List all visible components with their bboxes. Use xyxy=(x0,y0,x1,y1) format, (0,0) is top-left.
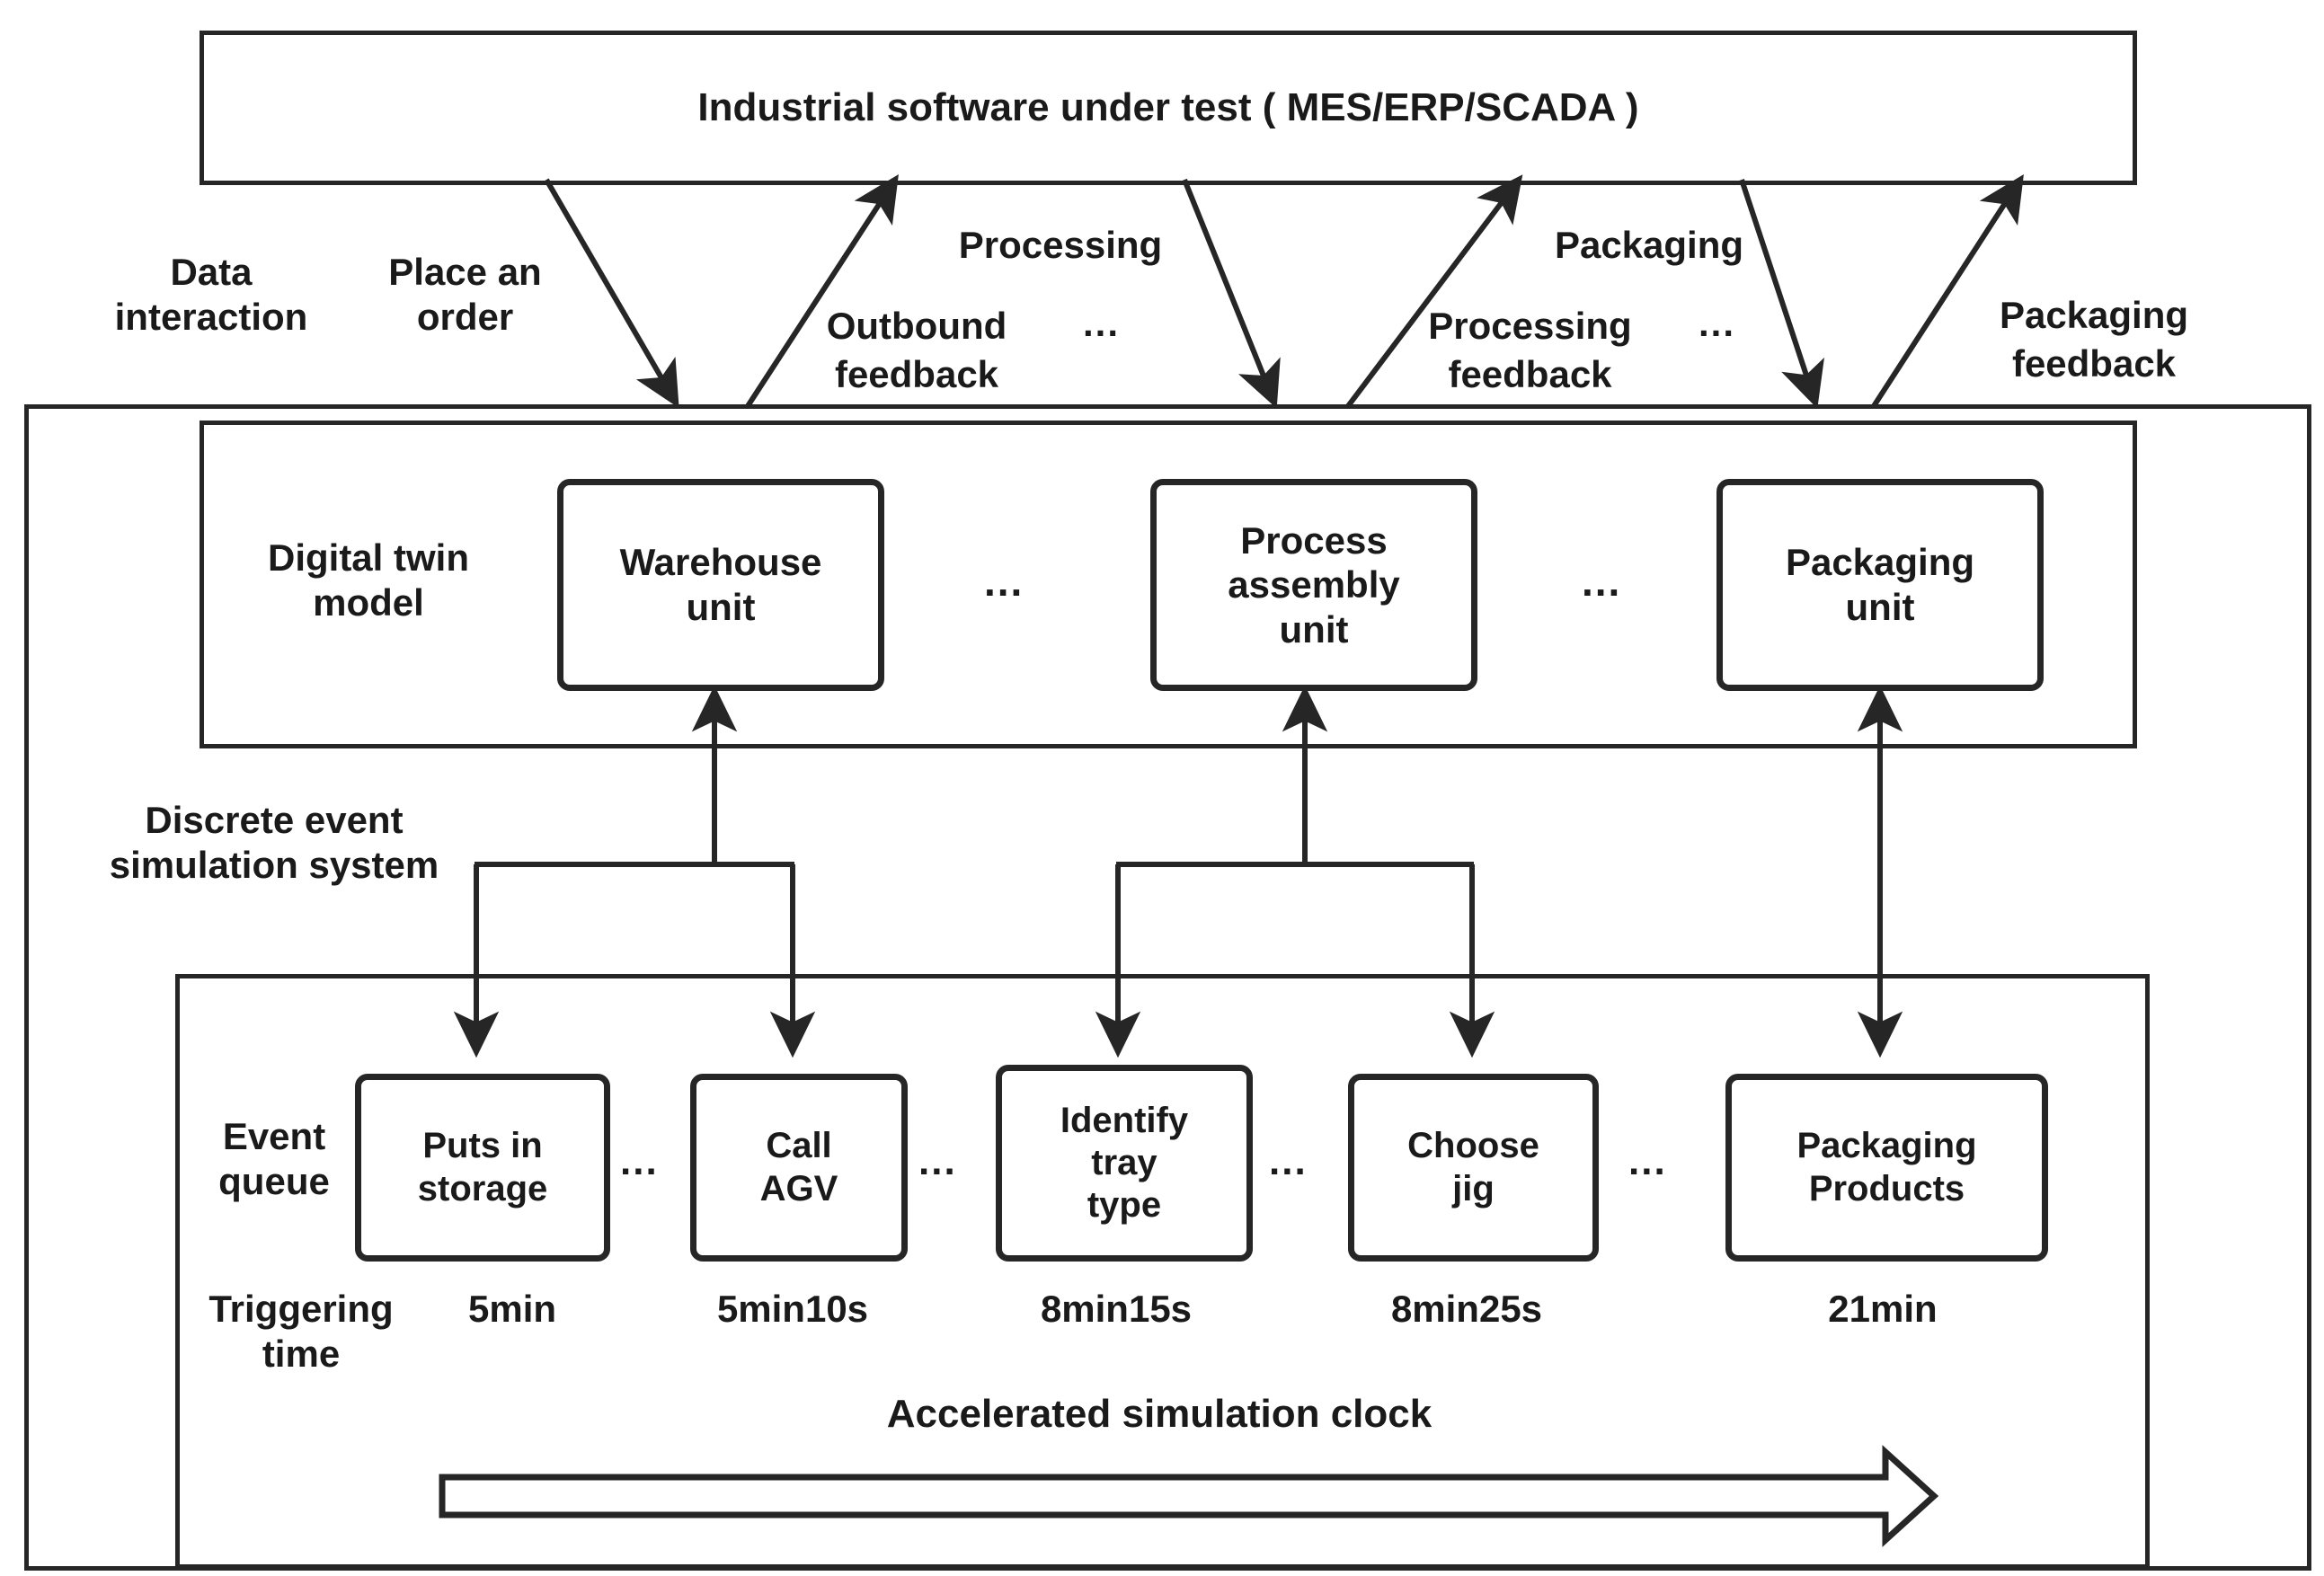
event-queue-ellipsis-1: ... xyxy=(620,1139,659,1183)
event-packaging-products[interactable]: Packaging Products xyxy=(1725,1074,2048,1262)
warehouse-unit-label: Warehouse unit xyxy=(619,541,822,628)
digital-twin-ellipsis-1: ... xyxy=(984,558,1025,605)
label-data-interaction: Data interaction xyxy=(114,251,308,338)
event-call-agv-label: Call AGV xyxy=(759,1126,838,1209)
time-identify-tray-type: 8min15s xyxy=(1040,1288,1193,1330)
event-identify-tray-type-label: Identify tray type xyxy=(1060,1100,1189,1226)
time-choose-jig: 8min25s xyxy=(1390,1288,1543,1330)
arrow-processing xyxy=(1182,178,1281,409)
industrial-software-label: Industrial software under test ( MES/ERP… xyxy=(697,85,1639,130)
label-place-an-order: Place an order xyxy=(388,251,542,338)
time-call-agv: 5min10s xyxy=(716,1288,869,1330)
time-puts-in-storage: 5min xyxy=(467,1288,557,1330)
ellipsis-outbound: ... xyxy=(1083,302,1121,344)
label-processing-feedback-line2: feedback xyxy=(1448,353,1612,395)
label-digital-twin-model: Digital twin model xyxy=(268,536,469,624)
label-packaging-feedback-line1: Packaging xyxy=(1999,294,2189,336)
event-call-agv[interactable]: Call AGV xyxy=(690,1074,908,1262)
warehouse-unit[interactable]: Warehouse unit xyxy=(557,479,884,691)
packaging-unit-label: Packaging unit xyxy=(1785,541,1975,628)
event-puts-in-storage[interactable]: Puts in storage xyxy=(355,1074,610,1262)
packaging-unit[interactable]: Packaging unit xyxy=(1716,479,2044,691)
event-queue-frame xyxy=(175,974,2150,1569)
label-packaging: Packaging xyxy=(1554,224,1744,266)
industrial-software-box: Industrial software under test ( MES/ERP… xyxy=(200,31,2137,185)
event-queue-ellipsis-2: ... xyxy=(918,1139,957,1183)
event-queue-ellipsis-3: ... xyxy=(1269,1139,1308,1183)
process-assembly-unit-label: Process assembly unit xyxy=(1228,518,1400,651)
label-discrete-event-simulation-system: Discrete event simulation system xyxy=(109,799,439,886)
event-puts-in-storage-label: Puts in storage xyxy=(417,1126,548,1209)
digital-twin-ellipsis-2: ... xyxy=(1582,558,1622,605)
event-choose-jig-label: Choose jig xyxy=(1407,1126,1539,1209)
label-triggering-time: Triggering time xyxy=(208,1288,394,1375)
event-queue-ellipsis-4: ... xyxy=(1628,1139,1667,1183)
digital-twin-model-frame xyxy=(200,421,2137,748)
label-processing-feedback-line1: Processing xyxy=(1428,305,1632,347)
ellipsis-processing: ... xyxy=(1699,302,1736,344)
label-accelerated-simulation-clock: Accelerated simulation clock xyxy=(886,1392,1433,1436)
label-outbound-feedback-line1: Outbound xyxy=(826,305,1007,347)
process-assembly-unit[interactable]: Process assembly unit xyxy=(1150,479,1477,691)
arrow-packaging xyxy=(1739,179,1824,409)
label-outbound-feedback-line2: feedback xyxy=(834,353,999,395)
event-identify-tray-type[interactable]: Identify tray type xyxy=(996,1065,1253,1262)
label-packaging-feedback-line2: feedback xyxy=(2011,342,2177,385)
label-event-queue: Event queue xyxy=(218,1115,330,1202)
time-packaging-products: 21min xyxy=(1828,1288,1938,1330)
event-packaging-products-label: Packaging Products xyxy=(1796,1126,1977,1209)
event-choose-jig[interactable]: Choose jig xyxy=(1348,1074,1599,1262)
label-processing: Processing xyxy=(958,224,1163,266)
